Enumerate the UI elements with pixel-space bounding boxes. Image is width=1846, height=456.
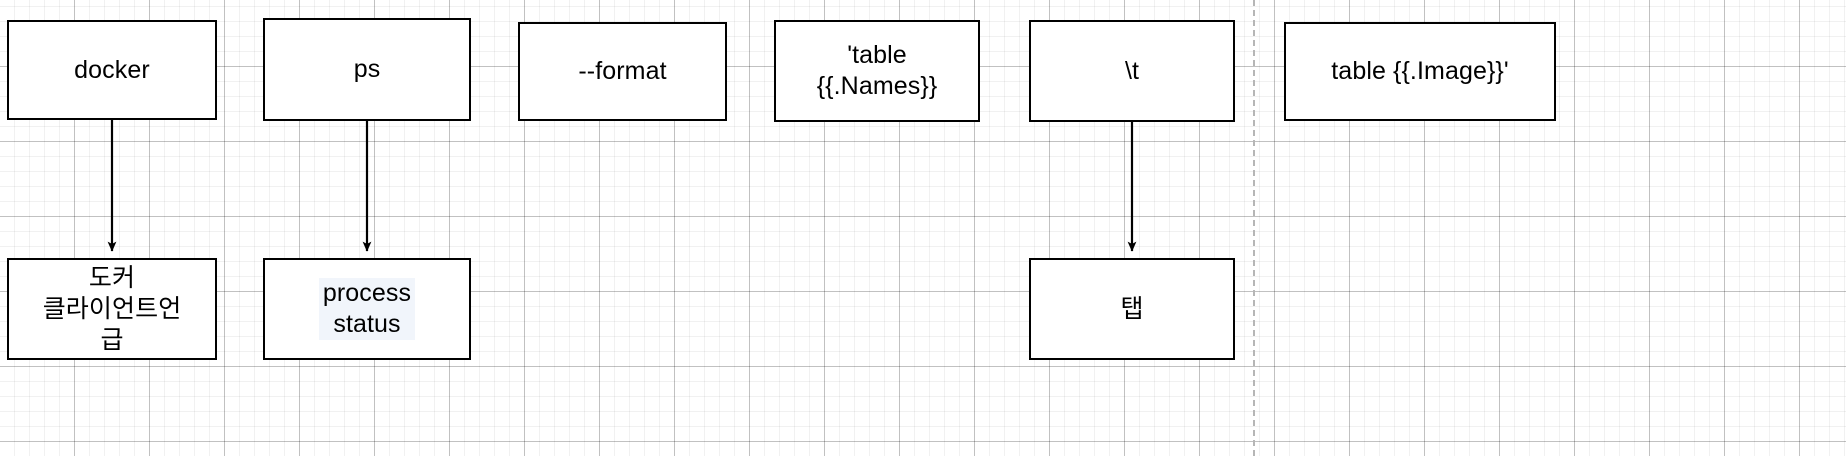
page-break-line: [1253, 0, 1255, 456]
node-label: \t: [1124, 56, 1140, 85]
node-tab-korean[interactable]: 탭: [1029, 258, 1235, 360]
node-process-status[interactable]: process status: [263, 258, 471, 360]
node-table-image[interactable]: table {{.Image}}': [1284, 22, 1556, 121]
node-ps[interactable]: ps: [263, 18, 471, 121]
node-docker-client-note[interactable]: 도커 클라이언트언 급: [7, 258, 217, 360]
node-label: docker: [74, 55, 150, 84]
node-label: ps: [353, 55, 381, 83]
node-docker[interactable]: docker: [7, 20, 217, 120]
node-label: 탭: [1120, 294, 1144, 323]
node-label: 'table {{.Names}}: [816, 41, 938, 100]
node-label: --format: [578, 57, 667, 85]
node-table-names[interactable]: 'table {{.Names}}: [774, 20, 980, 122]
node-label: table {{.Image}}': [1331, 57, 1509, 85]
node-label: process status: [318, 278, 416, 340]
node-tab-escape[interactable]: \t: [1029, 20, 1235, 122]
node-label: 도커 클라이언트언 급: [42, 263, 182, 354]
node-format-flag[interactable]: --format: [518, 22, 727, 121]
